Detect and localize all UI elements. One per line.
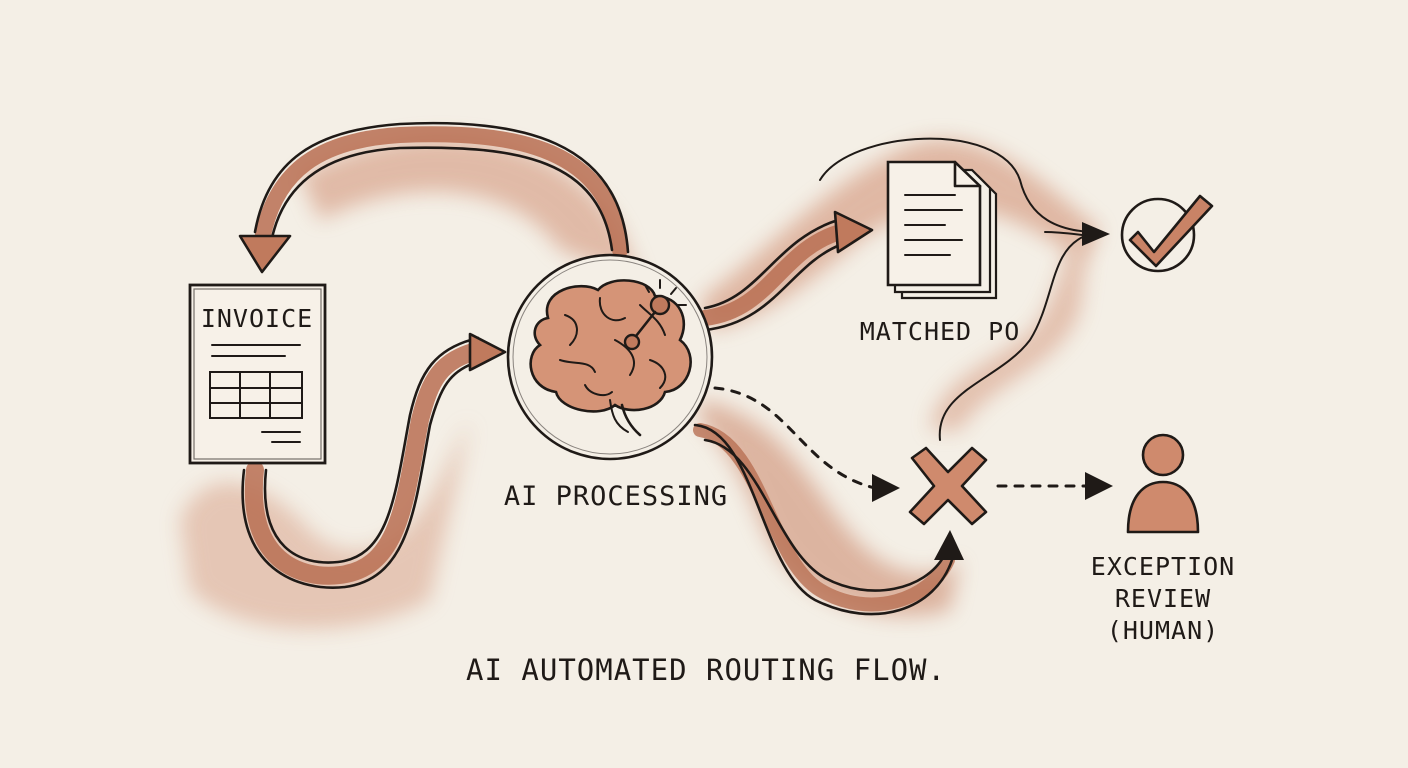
wash-top-loop [300,137,640,280]
flow-arrows [238,121,1113,616]
arrow-top-loop [254,126,628,258]
wash-lower-middle [700,400,960,616]
matched-po-label: MATCHED PO [860,317,1021,346]
wash-right-rise [930,230,1090,430]
matched-po-node: MATCHED PO [860,160,1021,346]
arrow-ai-to-matched [697,224,848,326]
brain-icon [529,279,692,437]
x-mark-icon [908,446,988,526]
review-label-line-3: (HUMAN) [1107,616,1219,645]
invoice-document-icon [188,283,327,465]
checkmark-circle-icon [1120,194,1214,273]
watercolor-washes [180,137,1100,629]
stacked-documents-icon [886,160,998,300]
arrow-head-up-exception [934,530,964,560]
person-icon [1126,433,1200,534]
wash-upper-right [700,139,1100,330]
arrow-head-matched [833,210,874,254]
review-label-line-2: REVIEW [1115,584,1211,613]
spark-icon [623,279,687,351]
review-node: EXCEPTION REVIEW (HUMAN) [1091,433,1235,645]
invoice-node: INVOICE [188,283,327,465]
ai-processing-label: AI PROCESSING [504,481,728,512]
arrow-head-into-ai [468,332,507,372]
arrow-head-check [1082,222,1110,246]
diagram-caption: AI AUTOMATED ROUTING FLOW. [466,653,946,687]
arrow-head-review [1085,472,1113,500]
review-label-line-1: EXCEPTION [1091,552,1235,581]
arrow-head-down [238,234,292,274]
invoice-label: INVOICE [201,304,313,333]
arrow-head-dashed-x [872,474,900,502]
wash-bottom-left [180,420,470,629]
ai-processing-node: AI PROCESSING [504,253,728,512]
dashed-ai-to-exception [713,386,877,490]
arrow-invoice-to-ai [244,341,489,585]
